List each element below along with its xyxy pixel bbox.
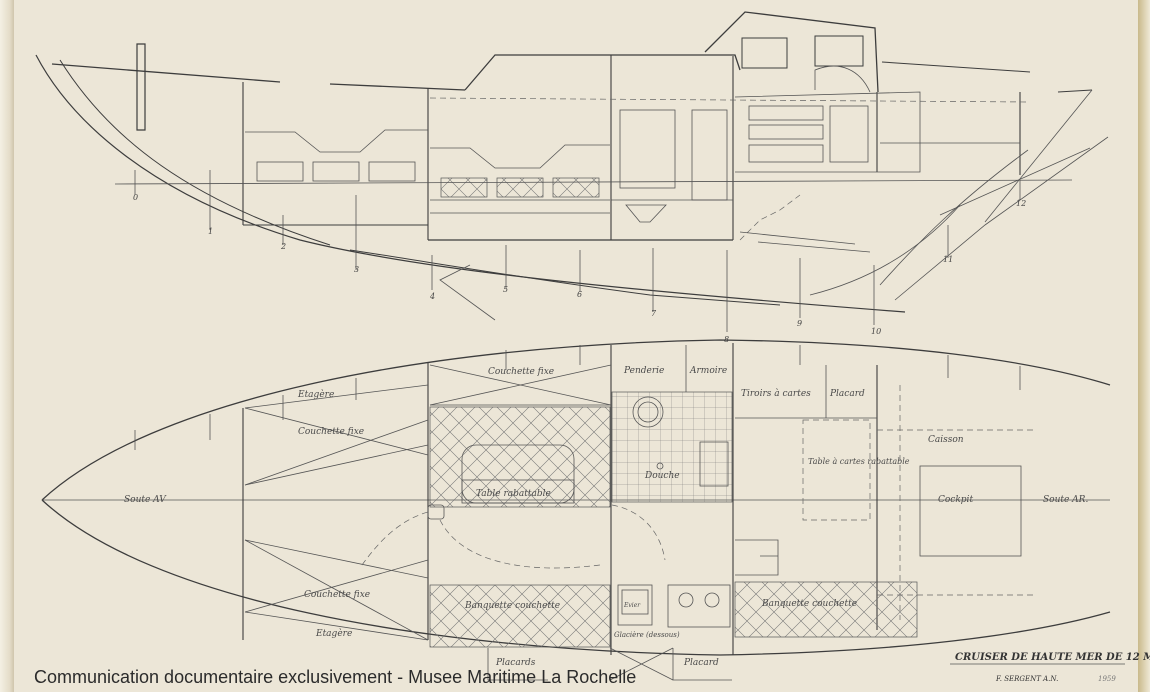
label-penderie: Penderie — [623, 366, 664, 376]
plan-view: Soute AV Soute AR. Etagère Etagère Couch… — [41, 339, 1111, 681]
title-block: CRUISER DE HAUTE MER DE 12 M F. SERGENT … — [950, 652, 1150, 683]
label-etagere-bottom: Etagère — [315, 628, 352, 639]
station-6: 6 — [577, 290, 582, 299]
drawing-title: CRUISER DE HAUTE MER DE 12 M — [955, 652, 1150, 663]
station-2: 2 — [280, 242, 286, 251]
label-evier: Evier — [623, 602, 641, 609]
drawing-ref: 1959 — [1098, 675, 1116, 683]
label-table-rabattable: Table rabattable — [476, 489, 551, 499]
station-11: 11 — [943, 255, 953, 264]
label-banquette-couchette-right: Banquette couchette — [761, 599, 857, 609]
label-placard-top: Placard — [829, 389, 865, 399]
label-placard-bottom: Placard — [683, 658, 719, 668]
station-7: 7 — [651, 309, 657, 318]
station-5: 5 — [503, 285, 508, 294]
paper-left-edge — [0, 0, 14, 692]
station-0: 0 — [133, 193, 138, 202]
label-soute-ar: Soute AR. — [1043, 495, 1088, 505]
label-caisson: Caisson — [928, 435, 964, 445]
label-table-a-cartes: Table à cartes rabattable — [808, 457, 910, 466]
station-4: 4 — [429, 292, 435, 301]
label-cockpit: Cockpit — [938, 495, 973, 505]
label-couchette-fixe-fwd-bottom: Couchette fixe — [304, 590, 370, 600]
station-3: 3 — [354, 265, 359, 274]
station-12: 12 — [1016, 199, 1026, 208]
label-placards-bottom: Placards — [495, 658, 536, 668]
museum-watermark: Communication documentaire exclusivement… — [34, 667, 637, 687]
drawing-author: F. SERGENT A.N. — [995, 675, 1058, 683]
label-banquette-couchette-left: Banquette couchette — [464, 601, 560, 611]
station-9: 9 — [797, 319, 802, 328]
label-armoire: Armoire — [689, 366, 727, 376]
label-couchette-fixe-fwd-top: Couchette fixe — [298, 427, 364, 437]
station-10: 10 — [871, 327, 881, 336]
station-1: 1 — [208, 227, 213, 236]
label-soute-av: Soute AV — [124, 495, 167, 505]
label-douche: Douche — [644, 471, 680, 481]
label-tiroirs-a-cartes: Tiroirs à cartes — [741, 388, 811, 399]
paper-right-edge — [1138, 0, 1150, 692]
label-etagere-top: Etagère — [297, 389, 334, 400]
label-couchette-fixe-main: Couchette fixe — [488, 367, 554, 377]
profile-view: 0 1 2 3 4 5 6 7 8 9 10 11 12 — [35, 11, 1109, 344]
label-glaciere: Glacière (dessous) — [614, 631, 680, 639]
